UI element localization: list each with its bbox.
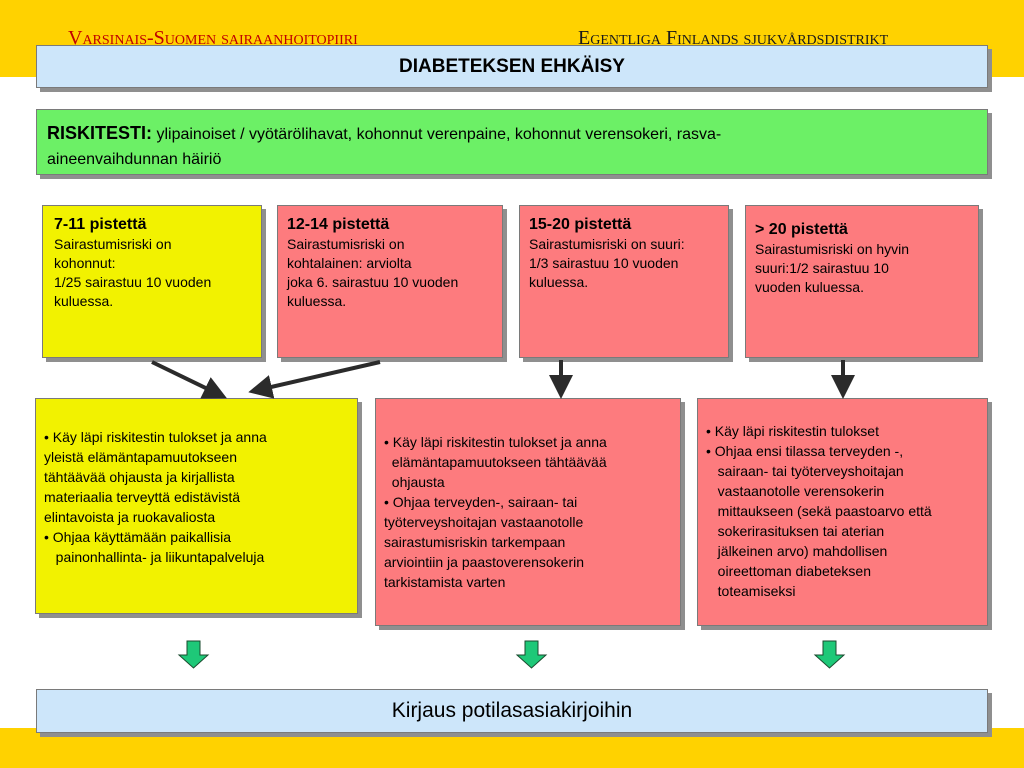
- score-text-line: kohonnut:: [54, 255, 116, 271]
- action-text-line: • Ohjaa ensi tilassa terveyden -,: [706, 443, 904, 459]
- score-text-line: kuluessa.: [529, 274, 589, 290]
- action-text-line: • Ohjaa käyttämään paikallisia: [44, 529, 231, 545]
- action-text-line: arviointiin ja paastoverensokerin: [384, 554, 584, 570]
- green-down-arrow-icon: [515, 640, 548, 669]
- action-text-line: toteamiseksi: [706, 583, 796, 599]
- action-text-line: elämäntapamuutokseen tähtäävää: [384, 454, 607, 470]
- action-text-line: elintavoista ja ruokavaliosta: [44, 509, 216, 525]
- risk-test-box: RISKITESTI: ylipainoiset / vyötärölihava…: [36, 109, 988, 175]
- action-text-line: työterveyshoitajan vastaanotolle: [384, 514, 584, 530]
- action-text-line: tähtäävää ohjausta ja kirjallista: [44, 469, 235, 485]
- action-text-line: painonhallinta- ja liikuntapalveluja: [44, 549, 265, 565]
- title-box: DIABETEKSEN EHKÄISY: [36, 45, 988, 88]
- action-text-line: tarkistamista varten: [384, 574, 506, 590]
- score-text-line: 1/3 sairastuu 10 vuoden: [529, 255, 679, 271]
- action-text-line: • Käy läpi riskitestin tulokset ja anna: [44, 429, 267, 445]
- footer-box: Kirjaus potilasasiakirjoihin: [36, 689, 988, 733]
- score-text-line: kuluessa.: [287, 293, 347, 309]
- action-text-line: • Käy läpi riskitestin tulokset ja anna: [384, 434, 607, 450]
- action-text-line: vastaanotolle verensokerin: [706, 483, 885, 499]
- action-text-line: jälkeinen arvo) mahdollisen: [706, 543, 888, 559]
- green-down-arrow-icon: [177, 640, 210, 669]
- action-text-line: • Käy läpi riskitestin tulokset: [706, 423, 879, 439]
- score-text-line: vuoden kuluessa.: [755, 279, 864, 295]
- action-text-line: mittaukseen (sekä paastoarvo että: [706, 503, 932, 519]
- score-text-line: Sairastumisriski on suuri:: [529, 236, 685, 252]
- action-text-line: oireettoman diabeteksen: [706, 563, 871, 579]
- risk-test-text-1: ylipainoiset / vyötärölihavat, kohonnut …: [152, 126, 722, 143]
- green-down-arrow-icon: [813, 640, 846, 669]
- footer-text: Kirjaus potilasasiakirjoihin: [391, 699, 633, 722]
- action-box-low-risk: • Käy läpi riskitestin tulokset ja anna …: [35, 398, 358, 614]
- score-heading: 15-20 pistettä: [529, 216, 632, 233]
- action-text-line: materiaalia terveyttä edistävistä: [44, 489, 241, 505]
- score-text-line: kohtalainen: arviolta: [287, 255, 412, 271]
- header-right-text: Egentliga Finlands sjukvårdsdistrikt: [578, 27, 889, 49]
- action-text-line: ohjausta: [384, 474, 445, 490]
- action-box-high-risk: • Käy läpi riskitestin tulokset ja anna …: [375, 398, 681, 626]
- risk-test-label: RISKITESTI:: [47, 123, 153, 143]
- score-box-7-11: 7-11 pistettä Sairastumisriski on kohonn…: [42, 205, 262, 358]
- score-text-line: 1/25 sairastuu 10 vuoden: [54, 274, 212, 290]
- score-heading: > 20 pistettä: [755, 221, 848, 238]
- score-text-line: joka 6. sairastuu 10 vuoden: [287, 274, 459, 290]
- score-text-line: suuri:1/2 sairastuu 10: [755, 260, 889, 276]
- score-text-line: Sairastumisriski on hyvin: [755, 241, 910, 257]
- action-text-line: sairastumisriskin tarkempaan: [384, 534, 566, 550]
- arrow-score1-to-action1: [151, 360, 227, 399]
- risk-test-text-2: aineenvaihdunnan häiriö: [47, 151, 222, 168]
- bottom-band: [0, 728, 1024, 768]
- action-text-line: • Ohjaa terveyden-, sairaan- tai: [384, 494, 578, 510]
- action-text-line: sairaan- tai työterveyshoitajan: [706, 463, 904, 479]
- action-text-line: yleistä elämäntapamuutokseen: [44, 449, 238, 465]
- score-heading: 7-11 pistettä: [54, 216, 147, 233]
- score-box-15-20: 15-20 pistettä Sairastumisriski on suuri…: [519, 205, 729, 358]
- score-box-12-14: 12-14 pistettä Sairastumisriski on kohta…: [277, 205, 503, 358]
- page-title: DIABETEKSEN EHKÄISY: [399, 55, 625, 77]
- action-text-line: sokerirasituksen tai aterian: [706, 523, 885, 539]
- score-heading: 12-14 pistettä: [287, 216, 390, 233]
- score-text-line: Sairastumisriski on: [54, 236, 172, 252]
- score-text-line: kuluessa.: [54, 293, 114, 309]
- score-box-over-20: > 20 pistettä Sairastumisriski on hyvin …: [745, 205, 979, 358]
- arrow-score2-to-action1: [248, 360, 381, 399]
- action-box-very-high-risk: • Käy läpi riskitestin tulokset • Ohjaa …: [697, 398, 988, 626]
- header-left-text: Varsinais-Suomen sairaanhoitopiiri: [68, 27, 358, 49]
- score-text-line: Sairastumisriski on: [287, 236, 405, 252]
